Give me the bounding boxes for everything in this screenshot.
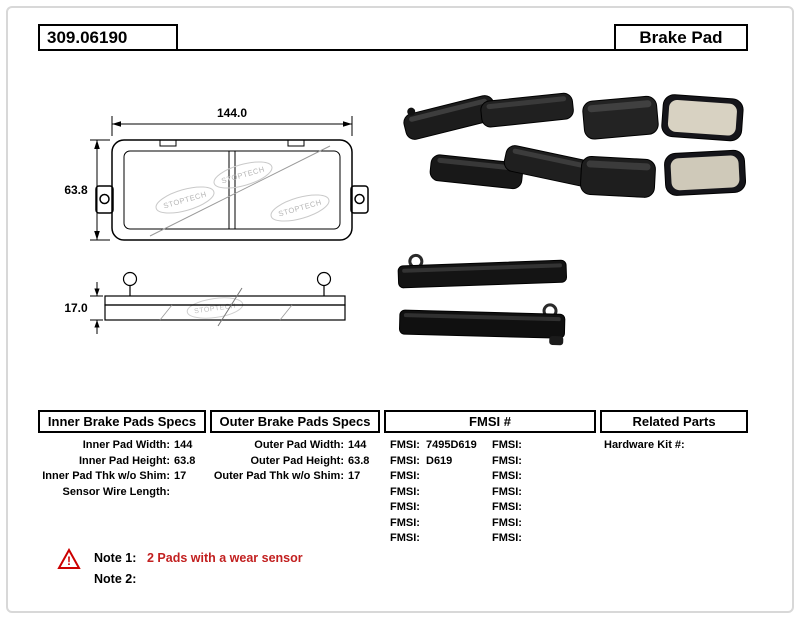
fmsi-value — [526, 469, 592, 485]
fmsi-label: FMSI: — [492, 470, 522, 482]
note1-label: Note 1: — [94, 551, 137, 565]
header-divider — [38, 49, 748, 51]
fmsi-header: FMSI # — [384, 410, 596, 433]
related-parts-header: Related Parts — [600, 410, 748, 433]
drawing-front-view — [95, 139, 369, 241]
note2-label: Note 2: — [94, 572, 137, 586]
fmsi-value — [526, 500, 592, 516]
related-label: Hardware Kit #: — [604, 439, 685, 451]
photo-pads-set — [580, 94, 747, 198]
fmsi-list-left: FMSI: 7495D619 FMSI: D619 FMSI: FMSI: FM… — [390, 438, 490, 547]
fmsi-row: FMSI: — [390, 485, 490, 501]
drawing-side-view — [104, 271, 346, 327]
fmsi-row: FMSI: — [492, 485, 592, 501]
part-number: 309.06190 — [38, 24, 178, 51]
fmsi-label: FMSI: — [390, 439, 420, 451]
spec-row: Outer Pad Thk w/o Shim: 17 — [210, 469, 380, 485]
fmsi-label: FMSI: — [390, 485, 420, 498]
fmsi-value — [526, 438, 592, 454]
fmsi-label: FMSI: — [390, 516, 420, 529]
spec-value: 63.8 — [348, 454, 370, 467]
fmsi-value — [526, 531, 592, 547]
photo-pads-side — [397, 253, 567, 346]
related-value — [685, 438, 748, 454]
warning-triangle-icon: ! — [57, 548, 81, 569]
fmsi-value — [526, 485, 592, 501]
fmsi-row: FMSI: D619 — [390, 454, 490, 470]
spec-value — [170, 485, 206, 501]
related-parts-list: Hardware Kit #: — [604, 438, 748, 454]
dimension-thickness-label: 17.0 — [64, 301, 88, 315]
fmsi-row: FMSI: — [492, 454, 592, 470]
fmsi-row: FMSI: — [492, 469, 592, 485]
watermark-text: STOPTECH — [277, 198, 322, 219]
watermark-text: STOPTECH — [162, 190, 207, 211]
inner-specs-list: Inner Pad Width: 144 Inner Pad Height: 6… — [38, 438, 206, 500]
fmsi-value — [424, 500, 490, 516]
fmsi-row: FMSI: — [390, 469, 490, 485]
spec-value: 144 — [174, 439, 193, 451]
inner-specs-header: Inner Brake Pads Specs — [38, 410, 206, 433]
fmsi-label: FMSI: — [492, 439, 522, 451]
fmsi-row: FMSI: 7495D619 — [390, 438, 490, 454]
fmsi-label: FMSI: — [492, 485, 522, 498]
spec-row: Sensor Wire Length: — [38, 485, 206, 501]
fmsi-label: FMSI: — [492, 532, 522, 544]
fmsi-value — [424, 531, 490, 547]
fmsi-label: FMSI: — [390, 532, 420, 544]
spec-label: Outer Pad Thk w/o Shim: — [213, 470, 344, 482]
warning-exclamation: ! — [67, 554, 71, 568]
fmsi-row: FMSI: — [492, 531, 592, 547]
spec-value: 17 — [348, 470, 361, 482]
related-row: Hardware Kit #: — [604, 438, 748, 454]
fmsi-list-right: FMSI: FMSI: FMSI: FMSI: FMSI: FMSI: FMSI… — [492, 438, 592, 547]
spec-label: Outer Pad Height: — [250, 454, 344, 467]
fmsi-label: FMSI: — [390, 501, 420, 513]
fmsi-value — [424, 469, 490, 485]
fmsi-label: FMSI: — [492, 454, 522, 467]
spec-label: Inner Pad Height: — [78, 454, 170, 467]
spec-label: Inner Pad Width: — [82, 439, 170, 451]
fmsi-row: FMSI: — [492, 516, 592, 532]
spec-value: 17 — [174, 470, 187, 482]
fmsi-label: FMSI: — [390, 454, 420, 467]
fmsi-value: D619 — [426, 454, 453, 467]
dimension-width: 144.0 — [111, 106, 353, 136]
fmsi-label: FMSI: — [390, 470, 420, 482]
dimension-width-label: 144.0 — [217, 106, 247, 120]
dimension-height-label: 63.8 — [64, 183, 88, 197]
stoptech-watermark: STOPTECH STOPTECH STOPTECH STOPTECH — [155, 161, 330, 319]
fmsi-value: 7495D619 — [426, 439, 477, 451]
product-title: Brake Pad — [614, 24, 748, 51]
spec-row: Outer Pad Width: 144 — [210, 438, 380, 454]
dimension-height: 63.8 — [64, 139, 110, 241]
spec-value: 63.8 — [174, 454, 196, 467]
fmsi-row: FMSI: — [492, 500, 592, 516]
fmsi-row: FMSI: — [390, 500, 490, 516]
spec-row: Inner Pad Height: 63.8 — [38, 454, 206, 470]
fmsi-value — [424, 485, 490, 501]
spec-label: Outer Pad Width: — [254, 439, 344, 451]
fmsi-value — [526, 454, 592, 470]
dimension-thickness: 17.0 — [64, 282, 103, 334]
technical-drawing-area: STOPTECH STOPTECH STOPTECH STOPTECH 144.… — [64, 92, 747, 346]
outer-specs-list: Outer Pad Width: 144 Outer Pad Height: 6… — [210, 438, 380, 485]
note1-text: 2 Pads with a wear sensor — [147, 551, 303, 565]
watermark-text: STOPTECH — [220, 165, 265, 186]
spec-label: Inner Pad Thk w/o Shim: — [42, 470, 170, 482]
spec-row: Inner Pad Width: 144 — [38, 438, 206, 454]
fmsi-value — [424, 516, 490, 532]
photo-pads-angled — [403, 92, 597, 190]
fmsi-label: FMSI: — [492, 501, 522, 513]
spec-row: Inner Pad Thk w/o Shim: 17 — [38, 469, 206, 485]
fmsi-row: FMSI: — [390, 516, 490, 532]
fmsi-label: FMSI: — [492, 516, 522, 529]
outer-specs-header: Outer Brake Pads Specs — [210, 410, 380, 433]
fmsi-row: FMSI: — [492, 438, 592, 454]
fmsi-value — [526, 516, 592, 532]
spec-value: 144 — [348, 439, 367, 451]
spec-row: Outer Pad Height: 63.8 — [210, 454, 380, 470]
spec-label: Sensor Wire Length: — [62, 485, 170, 498]
fmsi-row: FMSI: — [390, 531, 490, 547]
